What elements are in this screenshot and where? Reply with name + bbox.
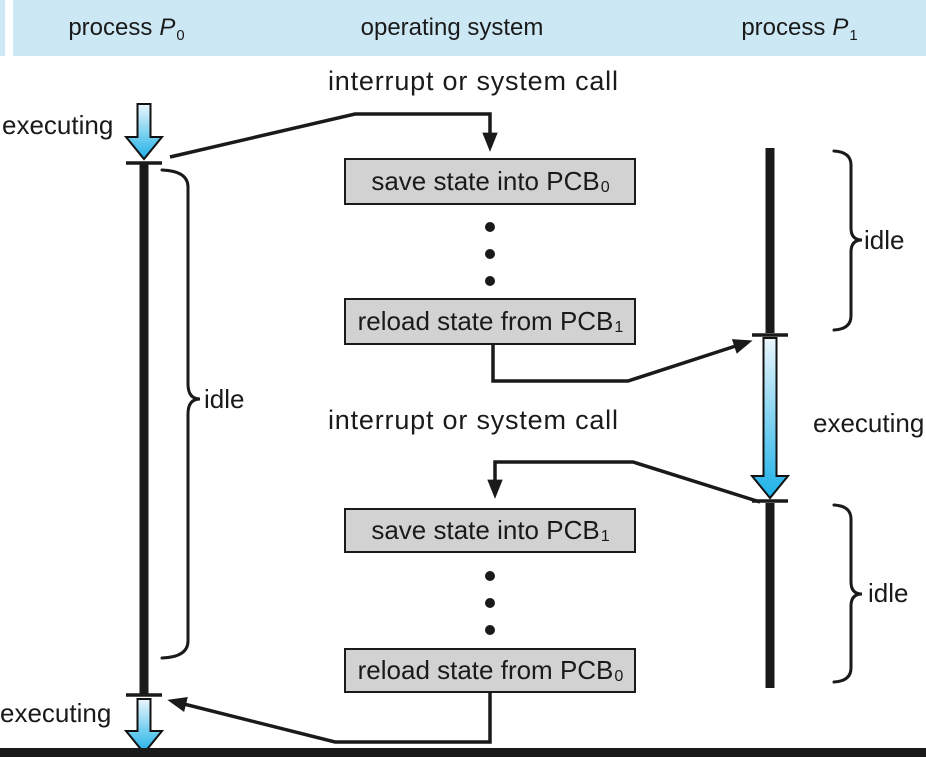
ellipsis-dot	[485, 222, 495, 232]
executing-arrow-p0-top	[123, 103, 165, 161]
header-label-operating-system: operating system	[360, 14, 544, 41]
header-strip	[0, 0, 5, 56]
ellipsis-dot	[485, 276, 495, 286]
arrow-reload-pcb0-to-p0	[167, 692, 492, 744]
idle-brace-p1-top	[832, 149, 863, 332]
ellipsis-dot	[485, 625, 495, 635]
header-label-text: process	[68, 14, 153, 41]
process-subscript: 1	[849, 27, 858, 44]
executing-label-p0-bottom: executing	[0, 698, 112, 728]
process-subscript: 0	[176, 27, 185, 44]
box-label: save state into PCB	[371, 166, 600, 196]
box-label: reload state from PCB	[357, 306, 614, 336]
executing-arrow-p0-bottom	[123, 698, 165, 755]
interrupt-label-middle: interrupt or system call	[328, 405, 619, 435]
idle-brace-p1-bottom	[832, 503, 863, 684]
executing-label-p0-top: executing	[2, 110, 114, 140]
ellipsis-dot	[485, 598, 495, 608]
executing-arrow-p1	[749, 337, 791, 500]
idle-label-p1-bottom: idle	[868, 578, 909, 608]
process-symbol: P	[159, 14, 176, 41]
idle-label-p1-top: idle	[864, 225, 905, 255]
ellipsis-bottom	[485, 571, 495, 635]
header-bar	[13, 0, 926, 56]
executing-label-p1: executing	[813, 408, 925, 438]
box-label: reload state from PCB	[357, 655, 614, 685]
box-label-subscript: 1	[600, 526, 610, 545]
ellipsis-dot	[485, 249, 495, 259]
idle-label-p0: idle	[204, 384, 245, 414]
ellipsis-dot	[485, 571, 495, 581]
box-label-subscript: 0	[614, 666, 624, 685]
idle-brace-p0	[160, 168, 201, 660]
box-label-subscript: 1	[614, 317, 624, 336]
bottom-border	[0, 748, 926, 757]
process-symbol: P	[832, 14, 849, 41]
box-label-subscript: 0	[600, 177, 610, 196]
arrow-p1-to-save-pcb1	[487, 460, 761, 504]
arrow-reload-pcb1-to-p1	[491, 339, 753, 383]
ellipsis-top	[485, 222, 495, 286]
box-label: save state into PCB	[371, 515, 600, 545]
interrupt-label-top: interrupt or system call	[328, 66, 619, 96]
arrow-p0-to-save-pcb0	[169, 112, 498, 159]
header-label-text: process	[741, 14, 826, 41]
